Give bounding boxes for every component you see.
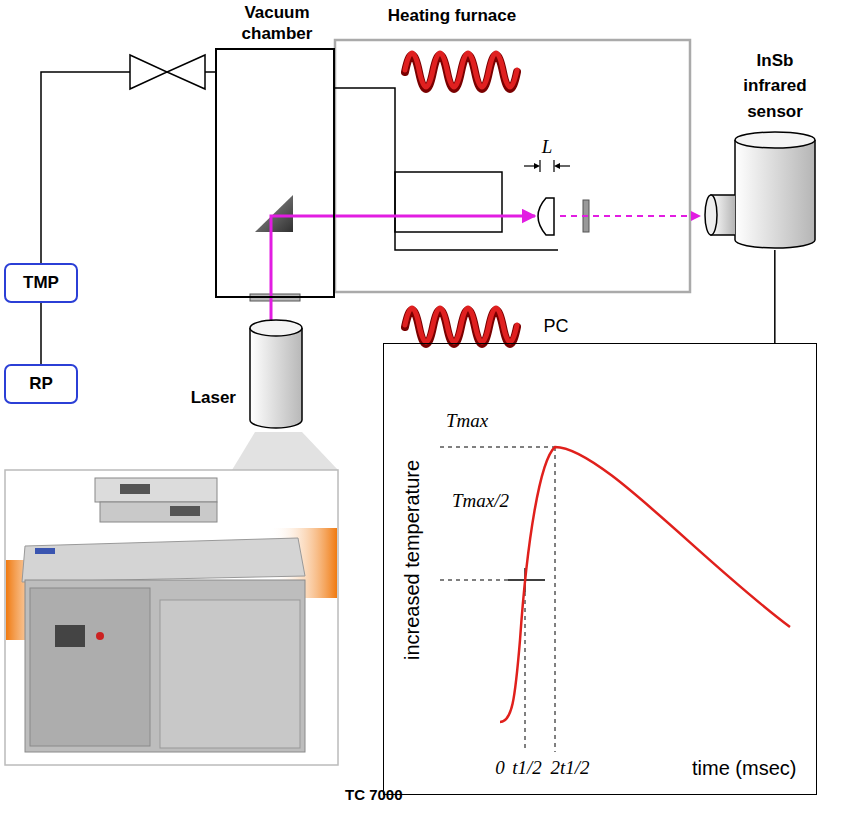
axis-mark: Tmax	[446, 410, 488, 432]
box-label: RP	[29, 374, 53, 394]
part-name: Heating furnace	[388, 6, 516, 26]
laser-symbol	[248, 318, 304, 430]
laser-beam	[271, 216, 535, 326]
photo-caption: TC 7000	[345, 786, 403, 803]
axis-mark: Tmax/2	[452, 490, 509, 512]
thickness-marker	[524, 160, 570, 172]
connector-line	[41, 72, 215, 263]
furnace-housing	[335, 40, 690, 292]
infrared-sensor: InSb infrared sensor	[703, 130, 817, 250]
infrared-ray	[560, 215, 700, 217]
connector-line	[774, 250, 776, 343]
sample	[538, 198, 554, 235]
box-label: TMP	[23, 273, 59, 293]
callout-wedge	[232, 432, 338, 470]
axis-tick: t1/2	[512, 757, 542, 779]
box-heading: Vacuum chamber	[217, 2, 337, 45]
pump-box: TMP	[4, 263, 78, 303]
connector-line	[40, 303, 42, 364]
valve-symbol	[130, 55, 205, 89]
heating-coil	[405, 53, 517, 344]
axis-title: time (msec)	[692, 757, 796, 780]
instrument-photo	[5, 470, 338, 765]
axis-title: increased temperature	[401, 460, 424, 660]
box-heading: Laser	[191, 388, 236, 408]
temperature-graph	[440, 447, 790, 752]
chamber-box: Vacuum chamber	[215, 48, 335, 298]
sample-holder	[335, 88, 558, 250]
mirror	[255, 195, 293, 232]
sensor-symbol	[703, 130, 817, 250]
box-heading: PC	[526, 316, 586, 338]
axis-tick: 2t1/2	[550, 757, 589, 779]
axis-tick: 0	[495, 757, 505, 779]
box-heading: InSb infrared sensor	[723, 48, 827, 125]
laser-source: Laser	[248, 318, 304, 430]
dimension-label: L	[542, 136, 553, 158]
pump-box: RP	[4, 364, 78, 404]
